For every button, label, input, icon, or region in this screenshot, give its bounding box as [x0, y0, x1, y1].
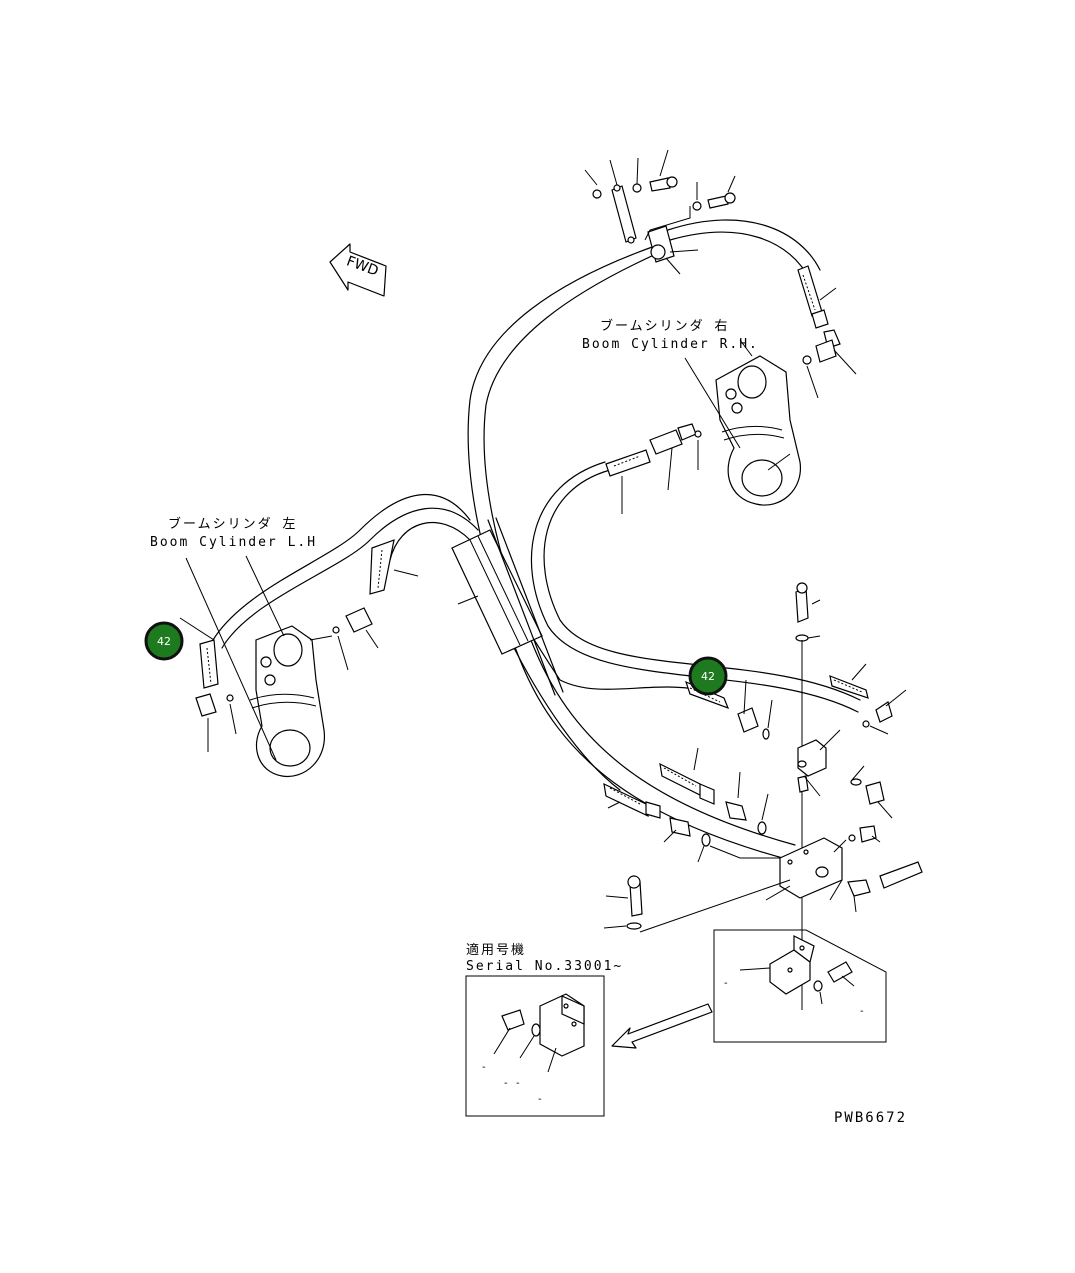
drawing-code: PWB6672 [834, 1110, 907, 1126]
detail-arrow [611, 1003, 713, 1049]
svg-text:-: - [504, 1078, 508, 1089]
boom-cylinder-lh-label-en: Boom Cylinder L.H [150, 535, 317, 550]
boom-cylinder-lh [179, 539, 419, 778]
hose-sleeve [451, 517, 564, 696]
boom-cylinder-lh-label-jp: ブームシリンダ 左 [168, 516, 297, 532]
svg-text:-: - [482, 1062, 486, 1073]
bracket-detail-left: - - - - [465, 975, 605, 1117]
svg-text:-: - [724, 978, 728, 989]
rh-upper-fittings [797, 265, 857, 399]
top-bracket-group [584, 149, 736, 275]
bolt-lower-left [603, 875, 643, 930]
svg-text:-: - [860, 1006, 864, 1017]
callout-42-left[interactable]: 42 [144, 621, 184, 661]
svg-text:-: - [516, 1078, 520, 1089]
callout-number: 42 [701, 670, 715, 683]
bracket-detail-right: - - [713, 929, 887, 1043]
fwd-arrow: FWD [329, 243, 387, 297]
boom-cylinder-rh-label-en: Boom Cylinder R.H. [582, 337, 759, 352]
valve-block-upper [685, 582, 907, 1010]
fwd-label: FWD [344, 253, 380, 279]
serial-label-en: Serial No.33001~ [466, 959, 623, 974]
boom-cylinder-rh-label-jp: ブームシリンダ 右 [600, 318, 729, 334]
serial-label-jp: 適用号機 [466, 942, 526, 958]
valve-block-lower [603, 747, 923, 933]
svg-text:-: - [538, 1094, 542, 1105]
callout-number: 42 [157, 635, 171, 648]
callout-42-right[interactable]: 42 [688, 656, 728, 696]
boom-cylinder-rh [605, 339, 801, 514]
